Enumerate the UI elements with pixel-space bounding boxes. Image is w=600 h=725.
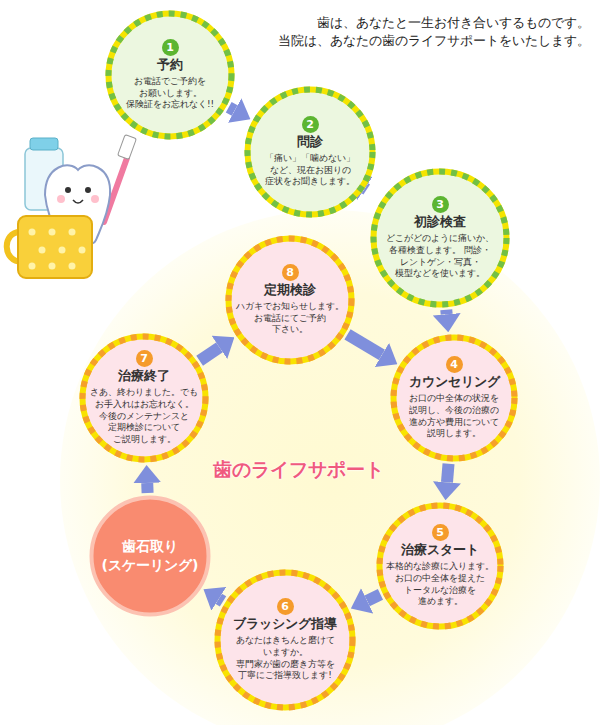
step-number: 6 — [277, 598, 294, 615]
step-description: 本格的な診療に入ります。 お口の中全体を捉えた トータルな治療を 進めます。 — [386, 561, 495, 608]
circle-dashes — [394, 338, 515, 459]
toothbrush-handle — [104, 158, 127, 222]
step-title: 予約 — [157, 57, 183, 73]
step-description: 「痛い」「噛めない」 など、現在お困りの 症状をお聞きします。 — [265, 153, 356, 188]
cup — [18, 216, 92, 278]
intro-text: 歯は、あなたと一生お付き合いするものです。当院は、あなたの歯のライフサポートをい… — [278, 14, 590, 49]
circle-dashes — [229, 239, 352, 362]
step-number: 3 — [432, 196, 449, 213]
circle-ring — [218, 573, 353, 708]
step-title: 初診検査 — [414, 214, 466, 230]
circle-outline — [244, 86, 376, 218]
step-circle: 8定期検診ハガキでお知らせします。 お電話にてご予約 下さい。 — [225, 235, 355, 365]
circle-dashes — [374, 172, 507, 305]
flow-arrow — [367, 594, 380, 600]
step-title: 歯石取り (スケーリング) — [101, 537, 199, 575]
region-title: 歯のライフサポート — [213, 457, 384, 483]
step-number: 4 — [446, 356, 463, 373]
step-title: カウンセリング — [409, 374, 500, 390]
flow-arrow — [348, 334, 382, 355]
step-description: お電話でご予約を お願いします。 保険証をお忘れなく!! — [125, 76, 215, 111]
tooth-character — [45, 165, 110, 243]
step-description: お口の中全体の状況を 説明し、今後の治療の 進め方や費用について 説明します。 — [409, 393, 500, 440]
toothpaste-tube — [25, 148, 63, 210]
flow-arrow — [200, 347, 220, 360]
step-title: 定期検診 — [264, 282, 316, 298]
flow-arrow — [141, 483, 153, 493]
circle-ring — [394, 338, 515, 459]
circle-ring — [83, 337, 206, 460]
flow-arrow — [447, 464, 449, 483]
circle-ring — [109, 14, 232, 137]
step-title: 問診 — [297, 134, 323, 150]
cup-dots — [29, 229, 86, 270]
intro-line: 歯は、あなたと一生お付き合いするものです。 — [278, 14, 590, 32]
step-circle: 1予約お電話でご予約を お願いします。 保険証をお忘れなく!! — [105, 10, 235, 140]
step-number: 1 — [162, 39, 179, 56]
tooth-cheek — [91, 195, 99, 203]
step-number: 5 — [432, 524, 449, 541]
circle-ring — [380, 506, 501, 627]
tooth-eye — [85, 187, 91, 193]
flow-arrow — [440, 310, 452, 315]
step-circle: 4カウンセリングお口の中全体の状況を 説明し、今後の治療の 進め方や費用について… — [390, 334, 518, 462]
step-description: さあ、終わりました。でも お手入れはお忘れなく。 今後のメンテナンスと 定期検診… — [90, 387, 199, 445]
tooth-mouth — [73, 200, 83, 203]
step-number: 2 — [302, 116, 319, 133]
region-circle: 歯のライフサポート4カウンセリングお口の中全体の状況を 説明し、今後の治療の 進… — [60, 210, 600, 725]
step-circle: 2問診「痛い」「噛めない」 など、現在お困りの 症状をお聞きします。 — [244, 86, 376, 218]
circle-outline — [105, 10, 235, 140]
circle-ring — [92, 498, 209, 615]
circle-dashes — [83, 337, 206, 460]
step-circle: 5治療スタート本格的な診療に入ります。 お口の中全体を捉えた トータルな治療を … — [376, 502, 504, 630]
step-description: どこがどのように痛いか、 各種検査します。 問診・レントゲン・写真・ 模型などを… — [386, 233, 495, 280]
step-number: 8 — [282, 264, 299, 281]
step-title: 治療スタート — [401, 542, 479, 558]
circle-ring — [248, 90, 373, 215]
step-title: 治療終了 — [118, 368, 170, 384]
step-circle: 7治療終了さあ、終わりました。でも お手入れはお忘れなく。 今後のメンテナンスと… — [79, 333, 209, 463]
circle-dashes — [248, 90, 373, 215]
circle-outline — [89, 495, 211, 617]
flow-arrow — [229, 107, 235, 110]
circle-dashes — [380, 506, 501, 627]
circle-dashes — [109, 14, 232, 137]
toothbrush-head — [118, 135, 137, 160]
tooth-cheek — [57, 195, 65, 203]
tooth-eye — [65, 187, 71, 193]
circle-ring — [374, 172, 507, 305]
step-description: あなたはきちんと磨けて いますか。 専門家が歯の磨き方等を 丁寧にご指導致します… — [235, 635, 335, 682]
step-number: 7 — [136, 350, 153, 367]
step-description: ハガキでお知らせします。 お電話にてご予約 下さい。 — [236, 301, 345, 336]
tube-cap — [30, 138, 58, 150]
step-circle: 3初診検査どこがどのように痛いか、 各種検査します。 問診・レントゲン・写真・ … — [370, 168, 510, 308]
cup-handle — [7, 232, 22, 262]
flow-arrow — [219, 599, 223, 602]
circle-ring — [229, 239, 352, 362]
circle-outline — [225, 235, 355, 365]
region-fill — [60, 210, 600, 725]
flow-arrow — [365, 188, 367, 189]
step-title: ブラッシング指導 — [233, 616, 337, 632]
step-circle: 6ブラッシング指導あなたはきちんと磨けて いますか。 専門家が歯の磨き方等を 丁… — [214, 569, 356, 711]
intro-line: 当院は、あなたの歯のライフサポートをいたします。 — [278, 32, 590, 50]
highlight-circle: 歯石取り (スケーリング) — [89, 495, 211, 617]
circle-dashes — [218, 573, 353, 708]
